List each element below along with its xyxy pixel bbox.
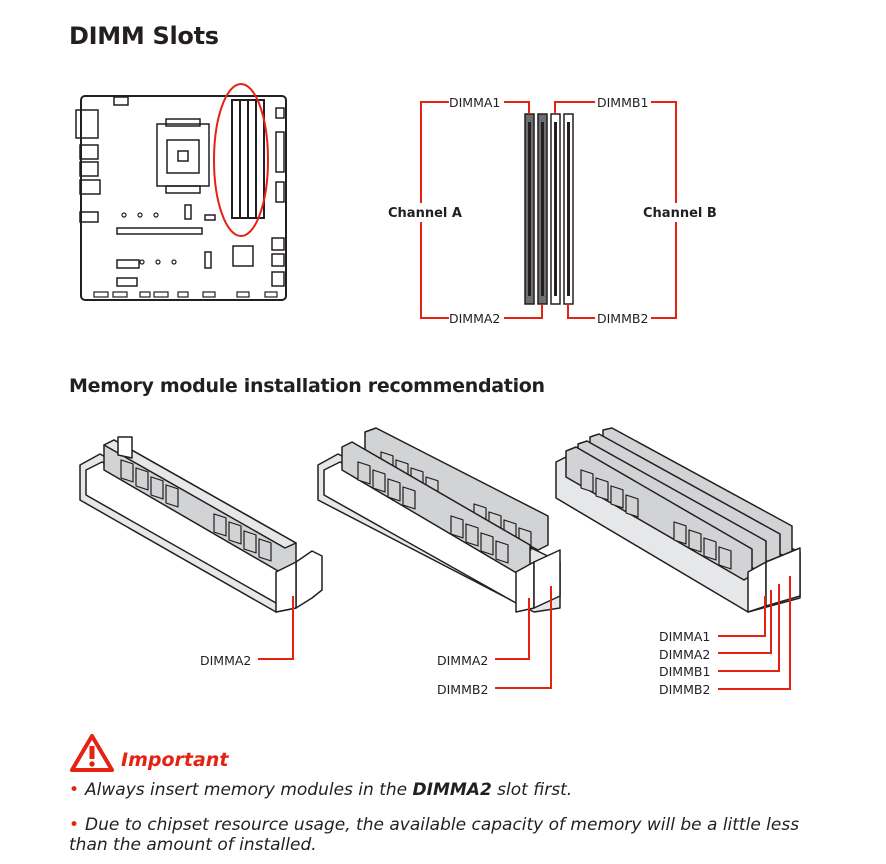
page-title: DIMM Slots	[69, 22, 219, 50]
config-2-label-1: DIMMA2	[437, 653, 488, 668]
config-3-illustration	[555, 427, 801, 613]
dimm-slot-diagram: DIMMA1 DIMMA2 DIMMB1 DIMMB2 Channel A Ch…	[75, 83, 717, 326]
recommendation-title: Memory module installation recommendatio…	[69, 375, 545, 397]
config-3-label-2: DIMMA2	[659, 647, 710, 662]
motherboard-illustration	[75, 95, 287, 301]
important-title: Important	[121, 749, 229, 771]
warning-icon	[70, 734, 114, 772]
dimma2-emphasis: DIMMA2	[412, 780, 492, 800]
config-3-label-3: DIMMB1	[659, 664, 710, 679]
important-bullet-1: •Always insert memory modules in the DIM…	[69, 780, 573, 800]
slot-closeup	[524, 113, 574, 305]
config-3-label-1: DIMMA1	[659, 629, 710, 644]
dimma1-label: DIMMA1	[449, 95, 500, 110]
important-bullet-2: •Due to chipset resource usage, the avai…	[69, 815, 800, 855]
config-2-label-2: DIMMB2	[437, 682, 488, 697]
config-1-illustration	[79, 436, 323, 613]
channel-b-label: Channel B	[643, 206, 717, 221]
dimmb2-label: DIMMB2	[597, 311, 648, 326]
bullet-dot: •	[69, 815, 80, 835]
dimm-highlight-circle	[213, 83, 269, 237]
channel-a-label: Channel A	[388, 206, 462, 221]
bullet-dot: •	[69, 780, 80, 800]
config-2-illustration	[317, 427, 561, 613]
dimmb1-label: DIMMB1	[597, 95, 648, 110]
dimma2-label: DIMMA2	[449, 311, 500, 326]
config-1-label-1: DIMMA2	[200, 653, 251, 668]
config-3-label-4: DIMMB2	[659, 682, 710, 697]
